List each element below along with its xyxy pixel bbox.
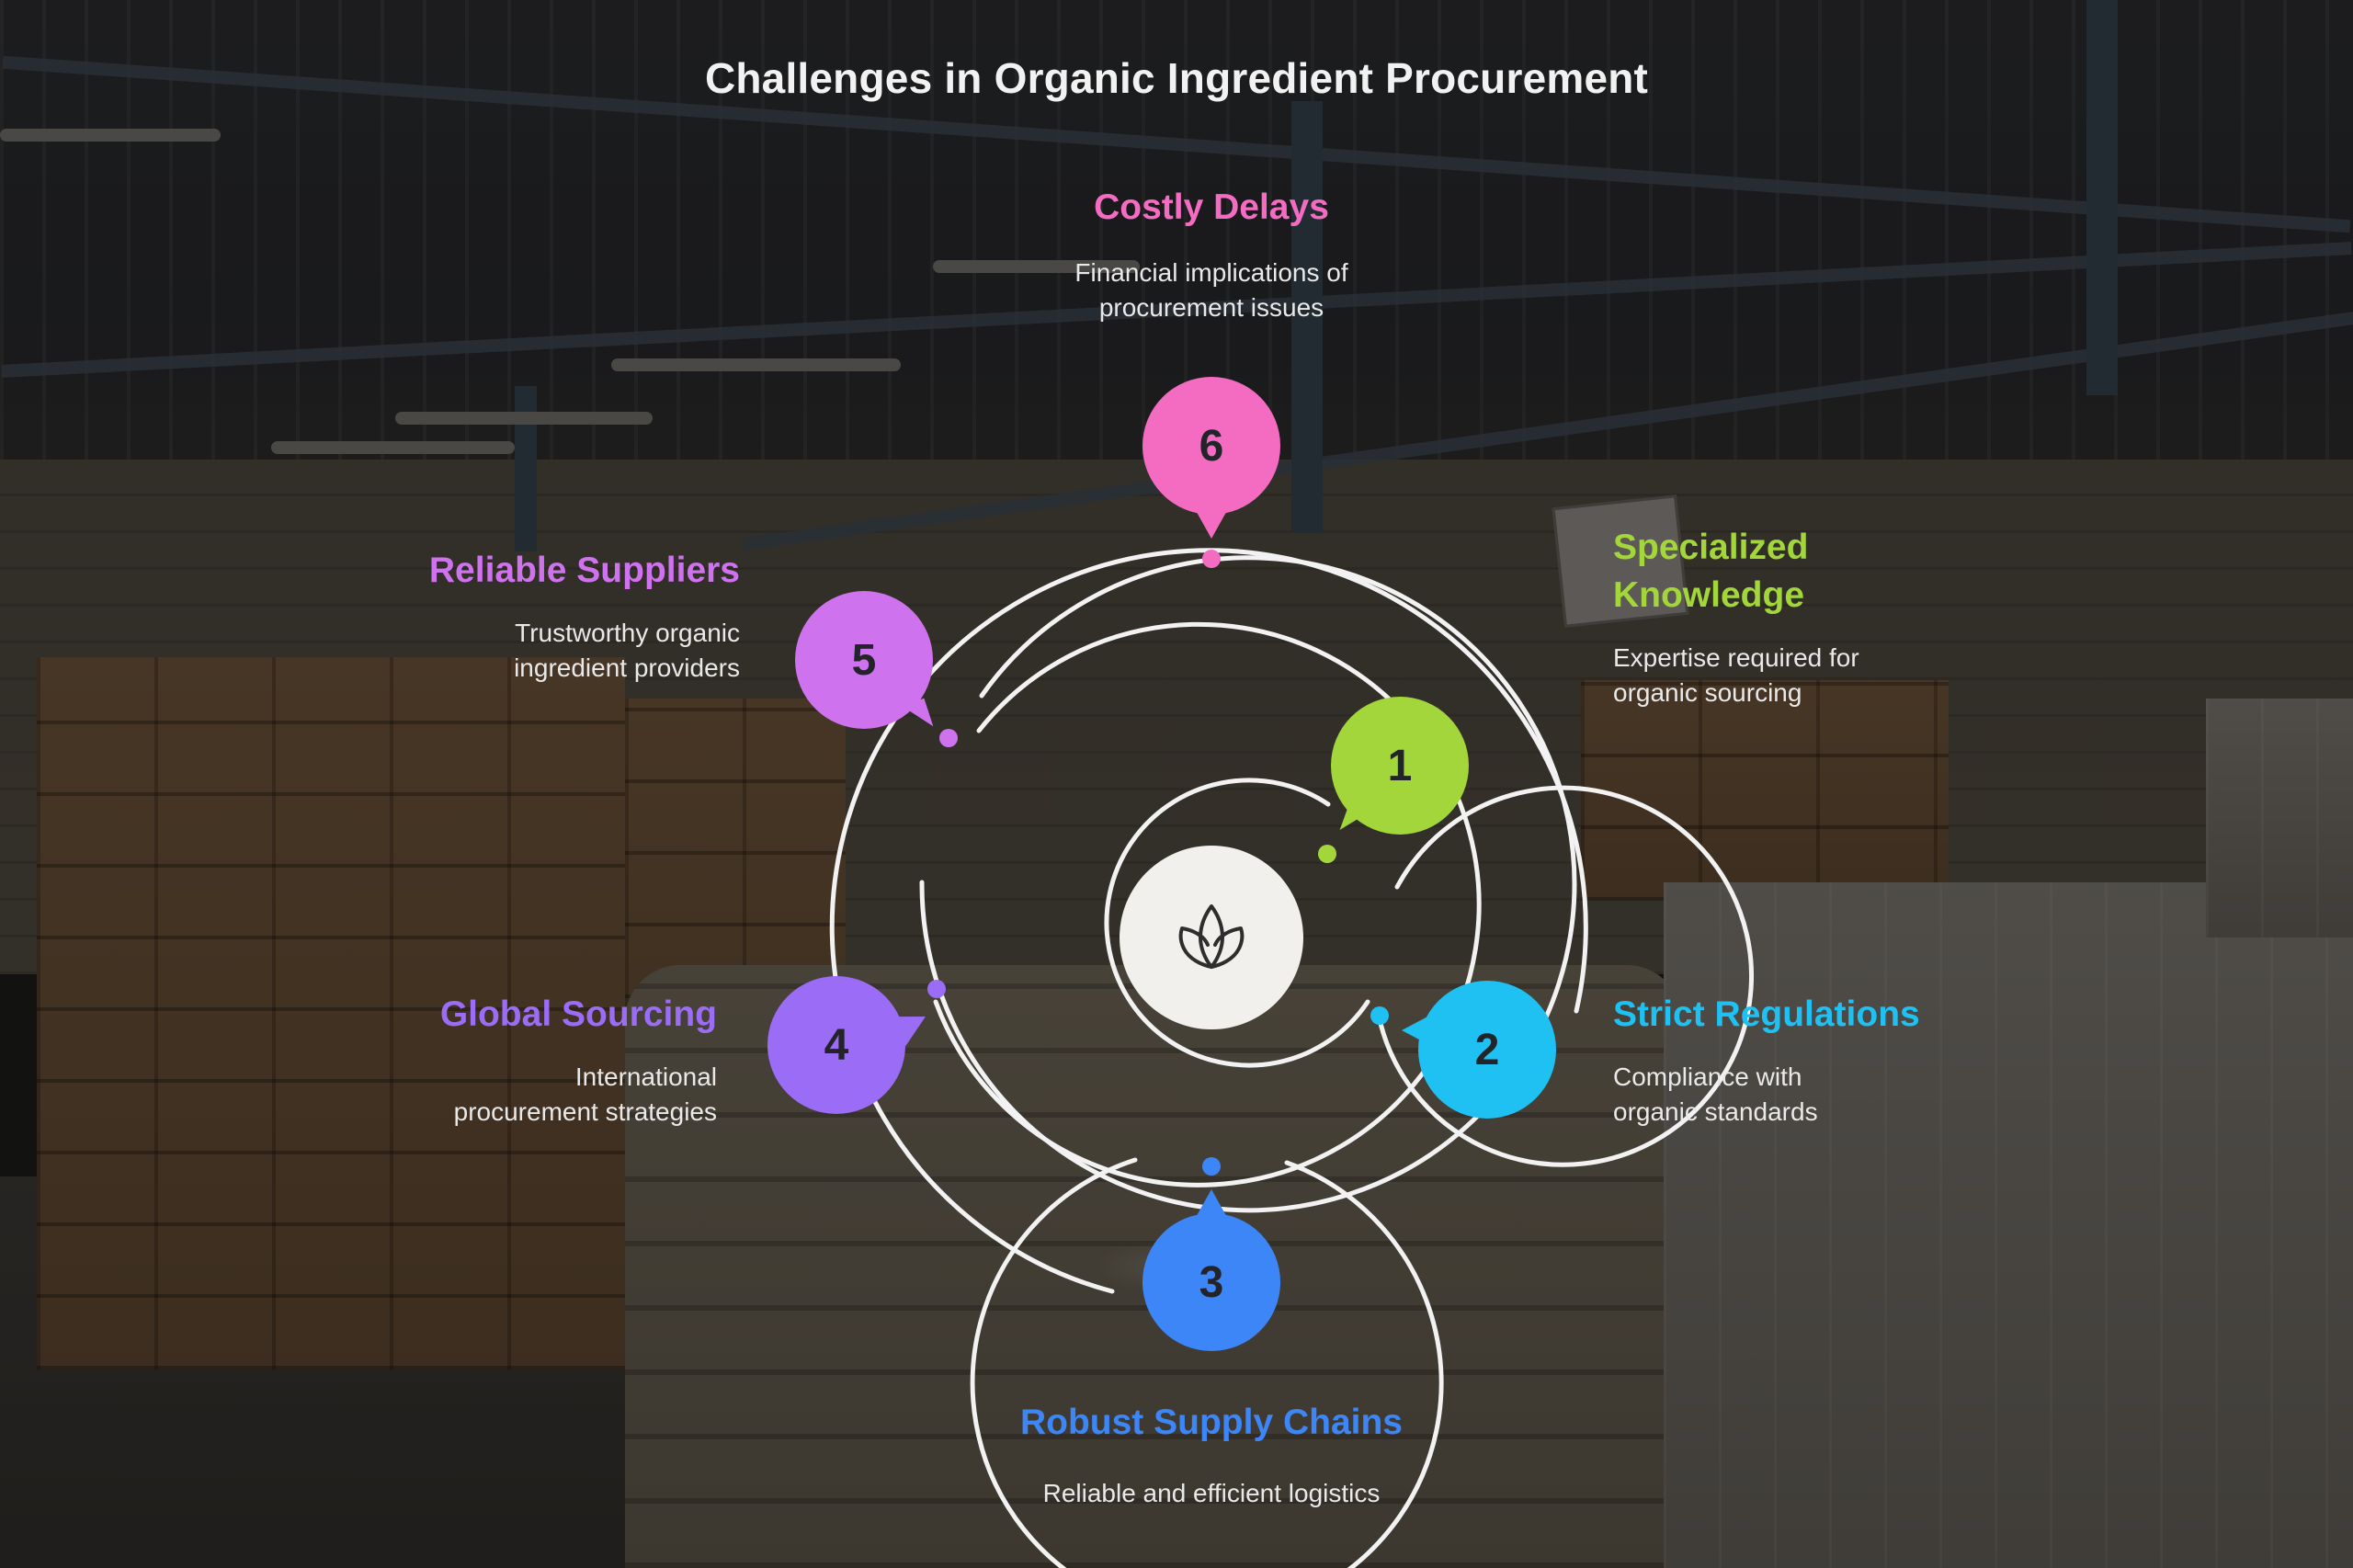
item-5-description-line: Trustworthy organic xyxy=(515,619,740,647)
center-disc xyxy=(1120,846,1303,1029)
item-2-description-line: Compliance with xyxy=(1613,1062,1802,1091)
connector-dot-1 xyxy=(1318,845,1336,863)
bubble-tail xyxy=(1194,1189,1229,1221)
item-1-title: Specialized Knowledge xyxy=(1613,524,1999,619)
item-1-title-line: Knowledge xyxy=(1613,575,1805,615)
leaf-sprout-icon xyxy=(1178,904,1245,969)
item-3-description: Reliable and efficient logistics xyxy=(890,1476,1533,1511)
bubble-tail xyxy=(1402,1014,1433,1047)
orbit-ring-1 xyxy=(1104,778,1370,1068)
steel-pillar xyxy=(1291,101,1323,533)
bubble-tail xyxy=(1194,507,1229,539)
ceiling-lamp xyxy=(611,358,901,371)
steel-pillar xyxy=(2086,0,2118,395)
item-3-number: 3 xyxy=(1199,1257,1224,1307)
item-1-description-line: Expertise required for xyxy=(1613,643,1859,672)
carton-stack xyxy=(37,657,625,1369)
ceiling-lamp xyxy=(0,129,221,142)
item-5-number-bubble: 5 xyxy=(795,591,934,734)
ceiling-lamp xyxy=(395,412,653,425)
item-4-description-line: procurement strategies xyxy=(453,1097,717,1126)
orbit-ring-6 xyxy=(829,548,1588,1294)
item-3-title: Robust Supply Chains xyxy=(1019,1403,1403,1442)
item-6-description-line: Financial implications of xyxy=(1074,258,1348,287)
connector-dot-5 xyxy=(939,729,958,747)
orbit-ring-2 xyxy=(1376,785,1754,1167)
item-2-description: Compliance with organic standards xyxy=(1613,1060,2036,1130)
item-2-title: Strict Regulations xyxy=(1613,994,1920,1034)
item-4-number-bubble: 4 xyxy=(767,976,934,1114)
wrapped-pallet xyxy=(1664,882,2353,1568)
orbit-ring-5 xyxy=(919,555,1577,1213)
item-6-description-line: procurement issues xyxy=(1098,293,1324,322)
item-2-number-bubble: 2 xyxy=(1402,981,1556,1119)
ceiling-lamp xyxy=(933,260,1140,273)
orbit-ring-4 xyxy=(933,621,1482,1187)
orbit-ring-3 xyxy=(970,1157,1444,1568)
item-4-description-line: International xyxy=(574,1062,717,1091)
item-5-description: Trustworthy organic ingredient providers xyxy=(294,616,740,686)
item-5-number: 5 xyxy=(851,635,877,685)
item-2-description-line: organic standards xyxy=(1613,1097,1818,1126)
item-1-number: 1 xyxy=(1387,741,1413,790)
item-1-title-line: Specialized xyxy=(1613,528,1809,567)
item-4-number: 4 xyxy=(824,1020,849,1070)
connector-dot-4 xyxy=(927,980,946,998)
wrapped-pallet xyxy=(2206,699,2353,937)
item-6-title: Costly Delays xyxy=(1094,187,1329,227)
item-6-number: 6 xyxy=(1199,421,1224,471)
page-title: Challenges in Organic Ingredient Procure… xyxy=(704,54,1649,102)
item-5-description-line: ingredient providers xyxy=(514,653,740,682)
item-2-number: 2 xyxy=(1474,1025,1500,1074)
carton-stack xyxy=(1581,680,1949,901)
item-4-title: Global Sourcing xyxy=(439,994,717,1034)
item-3-number-bubble: 3 xyxy=(1142,1189,1280,1351)
item-6-description: Financial implications of procurement is… xyxy=(936,256,1487,325)
item-1-description: Expertise required for organic sourcing xyxy=(1613,641,2036,710)
connector-dot-3 xyxy=(1202,1157,1221,1176)
connector-dot-2 xyxy=(1370,1006,1389,1025)
item-5-title: Reliable Suppliers xyxy=(428,551,740,590)
item-1-number-bubble: 1 xyxy=(1331,697,1469,838)
connector-dot-6 xyxy=(1202,550,1221,568)
ceiling-lamp xyxy=(271,441,515,454)
item-3-description-line: Reliable and efficient logistics xyxy=(1042,1479,1381,1507)
item-1-description-line: organic sourcing xyxy=(1613,678,1802,707)
item-4-description: International procurement strategies xyxy=(276,1060,717,1130)
item-6-number-bubble: 6 xyxy=(1142,377,1280,539)
